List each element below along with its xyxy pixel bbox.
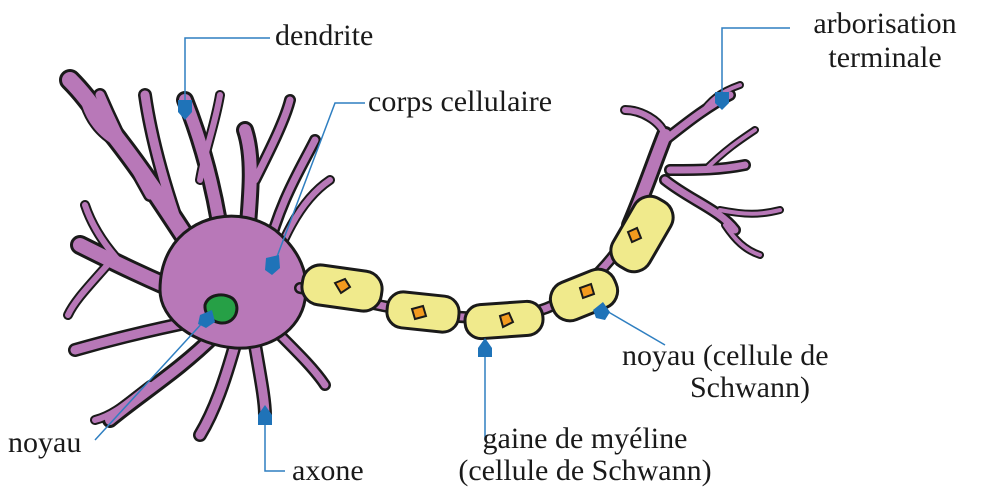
label-gaine-line2: (cellule de Schwann) <box>420 455 750 487</box>
label-noyau-schwann-line1: noyau (cellule de <box>622 340 829 372</box>
label-noyau: noyau <box>8 427 81 459</box>
label-dendrite: dendrite <box>275 20 373 52</box>
leader-dendrite <box>185 38 270 105</box>
label-gaine-line1: gaine de myéline <box>420 423 750 455</box>
label-corps-cellulaire: corps cellulaire <box>368 86 552 118</box>
schwann-cell-5 <box>604 190 679 279</box>
label-arborisation-line1: arborisation <box>795 8 975 40</box>
label-axone: axone <box>292 455 364 487</box>
myelin-sheath <box>300 190 680 340</box>
label-noyau-schwann-line2: Schwann) <box>690 372 810 404</box>
label-arborisation-line2: terminale <box>795 42 975 74</box>
pointer-gaine <box>478 338 492 357</box>
